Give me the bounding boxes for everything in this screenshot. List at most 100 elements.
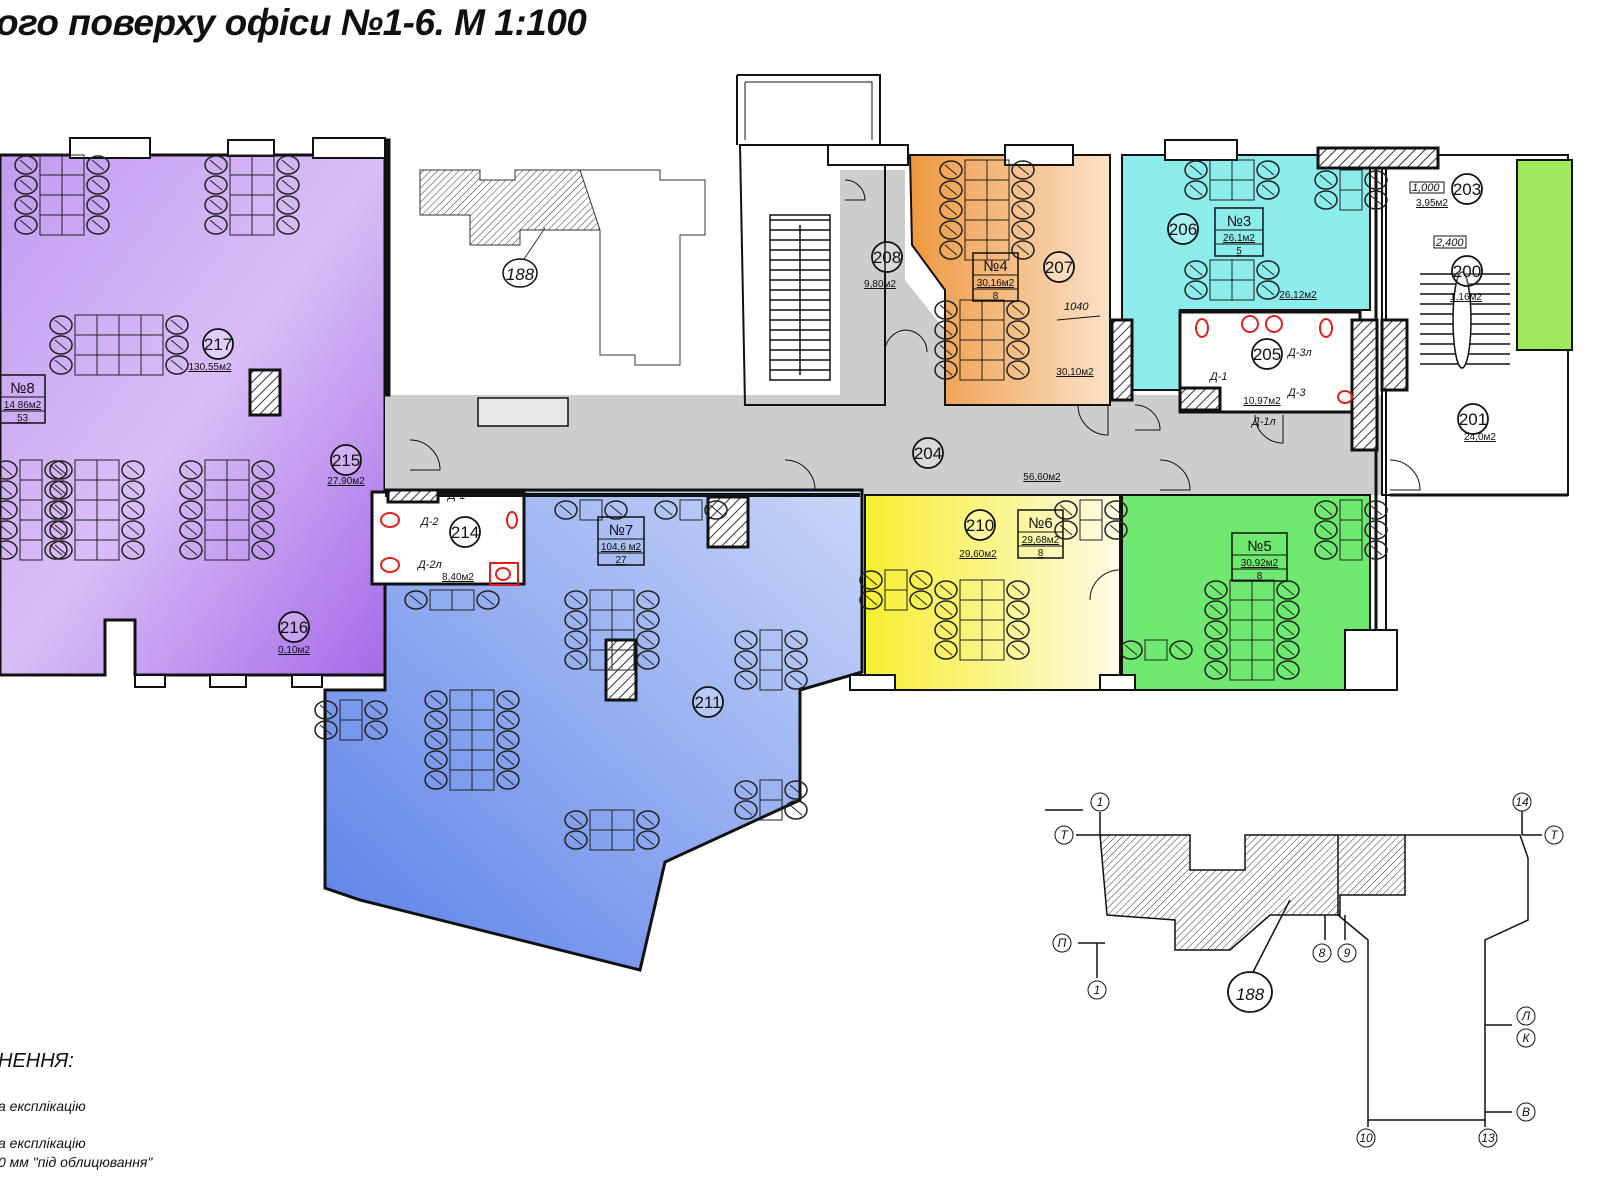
chair <box>496 730 520 750</box>
desk-cluster <box>934 579 1030 661</box>
chair <box>204 215 228 235</box>
chair <box>179 540 203 560</box>
chair <box>276 215 300 235</box>
chair <box>404 590 428 610</box>
office-area: 104,6 м2 <box>601 542 642 553</box>
chair <box>0 540 18 560</box>
chair <box>276 195 300 215</box>
chair <box>1006 360 1030 380</box>
chair <box>734 800 758 820</box>
legend-heading: НЕННЯ: <box>0 1050 74 1072</box>
axis-marker: П <box>1052 933 1072 953</box>
chair <box>424 770 448 790</box>
door-labels: Д-1 Д-2 Д-2л Д-1 Д-3л Д-3 Д-1л <box>416 347 1312 571</box>
desk <box>579 499 603 521</box>
chair <box>1314 540 1338 560</box>
chair <box>1256 180 1280 200</box>
axis-marker: К <box>1516 1028 1536 1048</box>
room-211: 211 <box>692 686 724 718</box>
room-number: 217 <box>204 335 232 354</box>
dimension-1000: 1,000 <box>1412 182 1440 194</box>
desk-cluster <box>654 499 728 521</box>
room-area: 27,90м2 <box>327 476 365 487</box>
legend-line: 0 мм "під облицювання" <box>0 1154 153 1170</box>
desk-cluster <box>564 809 660 851</box>
chair <box>934 300 958 320</box>
room-number-circle <box>1043 251 1075 283</box>
room-number: 200 <box>1453 262 1481 281</box>
desk <box>1339 189 1363 211</box>
desk-cluster <box>204 154 300 236</box>
chair <box>1204 640 1228 660</box>
chair <box>204 175 228 195</box>
office-people: 8 <box>993 291 999 302</box>
office-people: 53 <box>17 413 29 424</box>
desk <box>1339 539 1363 561</box>
chair <box>364 720 388 740</box>
chair <box>179 460 203 480</box>
desk <box>1231 279 1255 301</box>
axis-label: 9 <box>1344 946 1351 960</box>
chair <box>14 215 38 235</box>
chair <box>1314 190 1338 210</box>
room-208 <box>840 170 945 405</box>
chair <box>204 195 228 215</box>
key-plan-building-marker: 188 <box>1227 971 1273 1013</box>
legend: НЕННЯ: а експлікацію а експлікацію 0 мм … <box>0 1050 152 1170</box>
chair <box>0 520 18 540</box>
chair <box>859 590 883 610</box>
chair <box>1276 600 1300 620</box>
axis-label: 13 <box>1481 1131 1495 1145</box>
room-number: 201 <box>1459 410 1487 429</box>
room-area: 29,60м2 <box>959 549 997 560</box>
chair <box>636 610 660 630</box>
desk <box>451 589 475 611</box>
chair <box>121 460 145 480</box>
chair <box>0 480 18 500</box>
chair <box>1184 280 1208 300</box>
axis-label: 14 <box>1515 795 1529 809</box>
door-label: Д-1 <box>1208 371 1228 383</box>
chair <box>424 730 448 750</box>
chair <box>1006 580 1030 600</box>
room-number-circle <box>964 509 996 541</box>
desk-cluster <box>734 779 808 821</box>
drawing-title: ого поверху офіси №1-6. М 1:100 <box>0 2 587 43</box>
chair <box>276 175 300 195</box>
room-number: 203 <box>1453 180 1481 199</box>
key-plan-building-number: 188 <box>1236 985 1265 1004</box>
chair <box>476 590 500 610</box>
room-area: 10,97м2 <box>1243 396 1281 407</box>
chair <box>909 570 933 590</box>
chair <box>1364 190 1388 210</box>
reception-desk <box>477 397 569 427</box>
chair <box>0 500 18 520</box>
chair <box>636 810 660 830</box>
axis-label: 1 <box>1094 983 1101 997</box>
desk <box>471 769 495 791</box>
axis-marker: 14 <box>1512 792 1532 812</box>
chair <box>14 195 38 215</box>
chair <box>44 540 68 560</box>
chair <box>1256 260 1280 280</box>
chair <box>49 540 73 560</box>
chair <box>14 155 38 175</box>
chair <box>1006 640 1030 660</box>
chair <box>1011 240 1035 260</box>
axis-marker: 9 <box>1337 943 1357 963</box>
chair <box>1256 280 1280 300</box>
chair <box>1204 600 1228 620</box>
chair <box>44 520 68 540</box>
window-piers <box>69 137 1238 691</box>
desk-cluster <box>554 499 628 521</box>
room-area: 8,40м2 <box>442 572 474 583</box>
chair <box>165 355 189 375</box>
chair <box>784 670 808 690</box>
room-number-circle <box>330 444 362 476</box>
desk-cluster <box>859 569 933 611</box>
chair <box>1276 620 1300 640</box>
